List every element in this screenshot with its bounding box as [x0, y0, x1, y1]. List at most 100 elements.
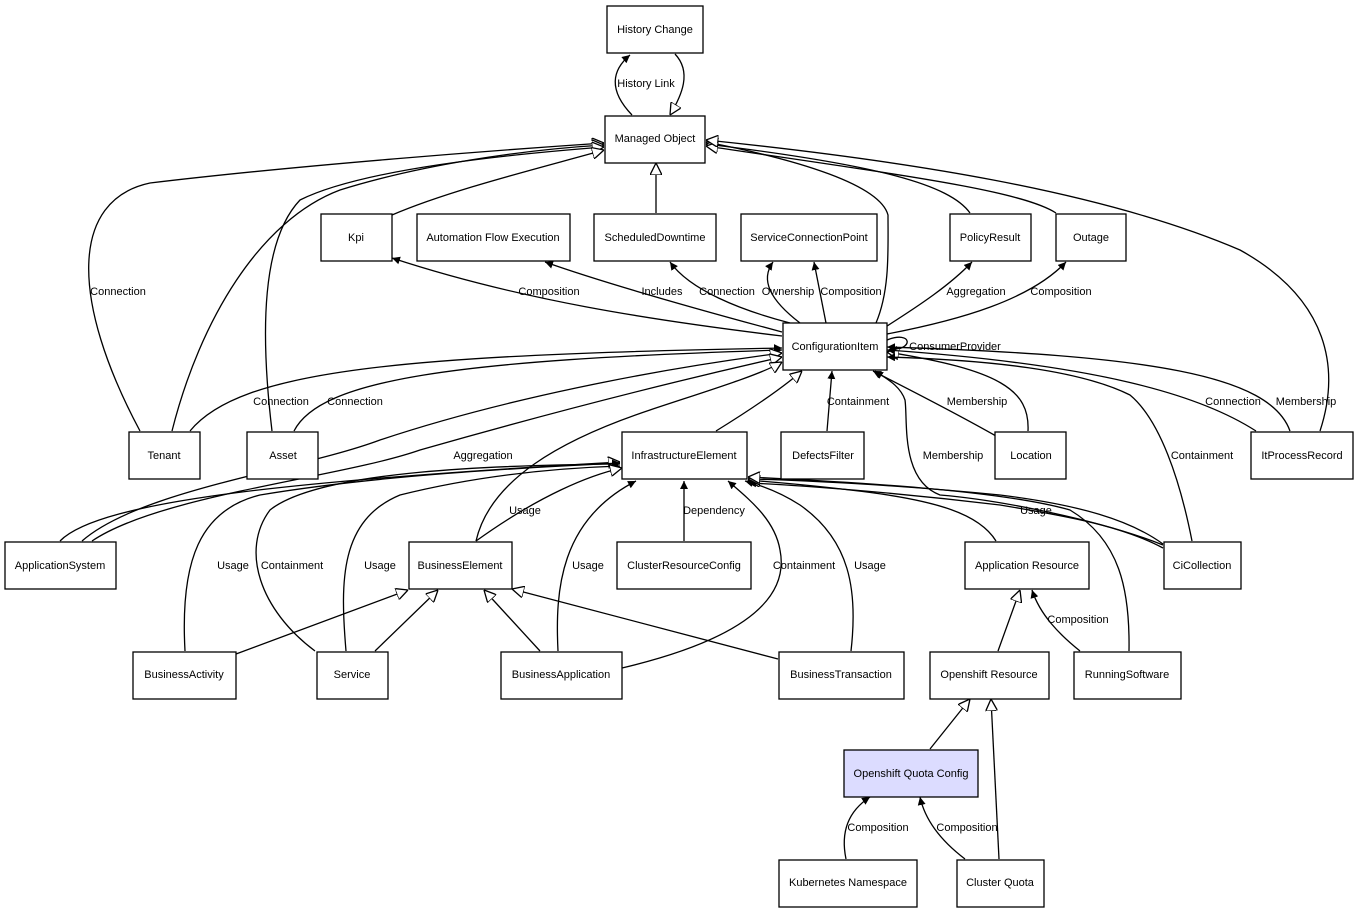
edge-label-ba-ie: Usage — [217, 560, 249, 572]
edge-service-be — [374, 590, 438, 652]
node-label: Kubernetes Namespace — [789, 877, 907, 889]
edge-label-kn-oqc: Composition — [847, 822, 908, 834]
edge-kn-oqc: Composition — [843, 796, 909, 860]
edge-label-crc-ie: Dependency — [683, 505, 745, 517]
node-policy-result[interactable]: PolicyResult — [949, 213, 1032, 262]
node-infrastructure-element[interactable]: InfrastructureElement — [621, 431, 748, 480]
edge-rs-ar: Composition — [1030, 589, 1109, 652]
edge-label-cq-oqc: Composition — [936, 822, 997, 834]
edge-label-defects-ci: Containment — [827, 396, 889, 408]
node-label: Service — [334, 669, 371, 681]
edge-label-appsys-ci: Aggregation — [453, 450, 512, 462]
edge-ci-outage: Composition — [886, 261, 1092, 335]
node-kubernetes-namespace[interactable]: Kubernetes Namespace — [778, 859, 918, 908]
node-business-application[interactable]: BusinessApplication — [500, 651, 623, 700]
edge-label-be-ie: Usage — [509, 505, 541, 517]
edge-history-link: History Link — [614, 53, 685, 115]
node-kpi[interactable]: Kpi — [320, 213, 393, 262]
edge-cicollection-ci-containment: Containment — [886, 353, 1233, 542]
edge-ba-be — [235, 590, 408, 655]
edge-bt-be — [512, 589, 779, 660]
node-scheduled-downtime[interactable]: ScheduledDowntime — [593, 213, 717, 262]
node-openshift-resource[interactable]: Openshift Resource — [929, 651, 1050, 700]
node-automation-flow-execution[interactable]: Automation Flow Execution — [416, 213, 571, 262]
edge-label-history-link: History Link — [617, 78, 675, 90]
edge-label-location-ci: Membership — [947, 396, 1008, 408]
edge-cicollection-ie — [748, 479, 1164, 545]
edge-label-cicoll-ie: Usage — [1020, 505, 1052, 517]
edge-label-service-usage: Usage — [364, 560, 396, 572]
edge-asset-ci: Connection — [293, 346, 783, 432]
edge-label-itpr-connection: Connection — [1205, 396, 1261, 408]
node-label: InfrastructureElement — [631, 450, 736, 462]
edge-label-ci-kpi: Composition — [518, 286, 579, 298]
node-application-system[interactable]: ApplicationSystem — [4, 541, 117, 590]
node-location[interactable]: Location — [994, 431, 1067, 480]
edge-ci-scp-own: Ownership — [762, 261, 814, 324]
node-label: Location — [1010, 450, 1052, 462]
edge-ar-ie — [748, 480, 997, 542]
node-application-resource[interactable]: Application Resource — [964, 541, 1090, 590]
edge-label-bapp-containment: Containment — [773, 560, 835, 572]
edge-tenant-ci: Connection — [189, 344, 783, 432]
edge-label-ci-sd: Connection — [699, 286, 755, 298]
node-label: BusinessTransaction — [790, 669, 892, 681]
edge-or-ar — [997, 590, 1020, 652]
node-it-process-record[interactable]: ItProcessRecord — [1250, 431, 1354, 480]
node-defects-filter[interactable]: DefectsFilter — [780, 431, 865, 480]
node-label: BusinessActivity — [144, 669, 224, 681]
edge-asset-managed-object — [264, 147, 604, 432]
edge-ci-managed-object — [706, 142, 889, 324]
node-business-transaction[interactable]: BusinessTransaction — [778, 651, 905, 700]
node-business-activity[interactable]: BusinessActivity — [132, 651, 237, 700]
edge-bapp-ie-usage: Usage — [556, 480, 637, 652]
edge-rs-ie — [748, 477, 1130, 652]
edge-ci-afe: Includes — [544, 260, 783, 333]
node-label: ItProcessRecord — [1261, 450, 1342, 462]
edge-service-ie-usage: Usage — [342, 462, 621, 652]
edge-defects-ci: Containment — [826, 370, 889, 432]
node-service-connection-point[interactable]: ServiceConnectionPoint — [740, 213, 878, 262]
node-label: Asset — [269, 450, 297, 462]
node-openshift-quota-config[interactable]: Openshift Quota Config — [843, 749, 979, 798]
edge-label-itpr-membership: Membership — [1276, 396, 1337, 408]
edge-label-bapp-usage: Usage — [572, 560, 604, 572]
edge-oqc-or — [929, 699, 970, 750]
edge-outage-managed-object — [706, 146, 1057, 214]
node-history-change[interactable]: History Change — [606, 5, 704, 54]
node-service[interactable]: Service — [316, 651, 389, 700]
edge-tenant-managed-object-2 — [171, 145, 604, 432]
edge-ci-scp-comp: Composition — [811, 261, 882, 324]
edge-label-ci-outage: Composition — [1030, 286, 1091, 298]
node-tenant[interactable]: Tenant — [128, 431, 201, 480]
edge-ci-policy: Aggregation — [886, 261, 1006, 327]
node-cluster-resource-config[interactable]: ClusterResourceConfig — [616, 541, 752, 590]
edge-businesselement-ci — [475, 362, 782, 542]
node-label: Openshift Quota Config — [854, 768, 969, 780]
edge-bapp-ie-containment: Containment — [621, 480, 835, 669]
edge-kpi-managed-object — [391, 150, 604, 216]
edge-cq-oqc: Composition — [917, 796, 998, 860]
node-label: ServiceConnectionPoint — [750, 232, 867, 244]
edge-tenant-managed-object: Connection — [88, 143, 604, 432]
node-cluster-quota[interactable]: Cluster Quota — [956, 859, 1045, 908]
edge-service-ie-containment: Containment — [255, 460, 621, 652]
node-label: BusinessElement — [418, 560, 503, 572]
node-managed-object[interactable]: Managed Object — [604, 115, 706, 164]
edge-ci-kpi: Composition — [391, 256, 783, 337]
edge-label-cicoll-containment: Containment — [1171, 450, 1233, 462]
edge-appsystem-ci-2 — [91, 357, 782, 542]
node-outage[interactable]: Outage — [1055, 213, 1127, 262]
node-label: History Change — [617, 24, 693, 36]
edge-crc-ie: Dependency — [680, 481, 745, 541]
node-running-software[interactable]: RunningSoftware — [1073, 651, 1182, 700]
node-label: ConfigurationItem — [792, 341, 879, 353]
node-asset[interactable]: Asset — [246, 431, 319, 480]
node-label: ApplicationSystem — [15, 560, 106, 572]
node-configuration-item[interactable]: ConfigurationItem — [782, 322, 888, 371]
node-label: CiCollection — [1173, 560, 1232, 572]
node-ci-collection[interactable]: CiCollection — [1163, 541, 1242, 590]
edge-be-ie-usage: Usage — [475, 468, 622, 542]
node-business-element[interactable]: BusinessElement — [408, 541, 513, 590]
